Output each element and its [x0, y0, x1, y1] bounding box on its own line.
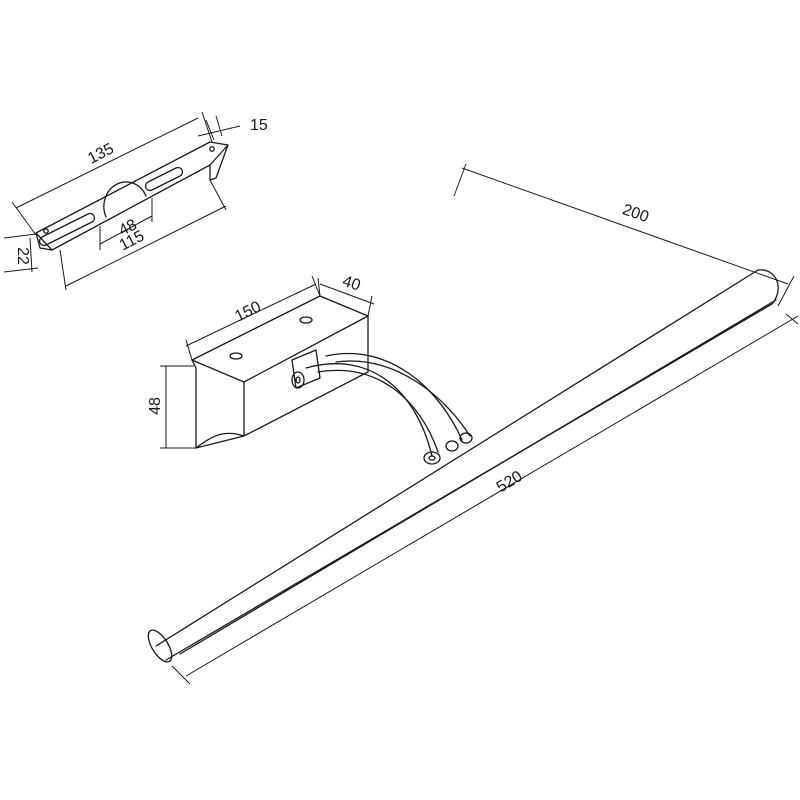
dim-projection: 200	[453, 163, 795, 307]
dim-label-15: 15	[250, 117, 268, 134]
dim-bar-length: 520	[171, 313, 799, 685]
dim-label-22: 22	[14, 247, 31, 265]
dim-bracket-holes: 115	[59, 179, 227, 291]
dim-bracket-thickness: 15	[197, 115, 268, 141]
dim-label-48-cutout: 48	[116, 216, 140, 239]
light-bar	[147, 269, 779, 663]
lamp-arm	[291, 349, 473, 465]
dim-label-135: 135	[85, 140, 117, 167]
dim-bracket-cutout: 48	[99, 198, 153, 250]
dim-label-40: 40	[340, 273, 362, 295]
dim-label-150: 150	[232, 298, 264, 325]
wall-base	[191, 295, 369, 449]
dim-base-width: 40	[317, 273, 375, 317]
dim-base-height: 48	[147, 365, 196, 449]
mounting-bracket	[35, 141, 229, 251]
dim-label-48-base: 48	[147, 397, 164, 415]
dim-label-200: 200	[620, 201, 651, 226]
dim-bracket-depth: 22	[3, 233, 39, 273]
dim-base-length: 150	[185, 275, 321, 361]
